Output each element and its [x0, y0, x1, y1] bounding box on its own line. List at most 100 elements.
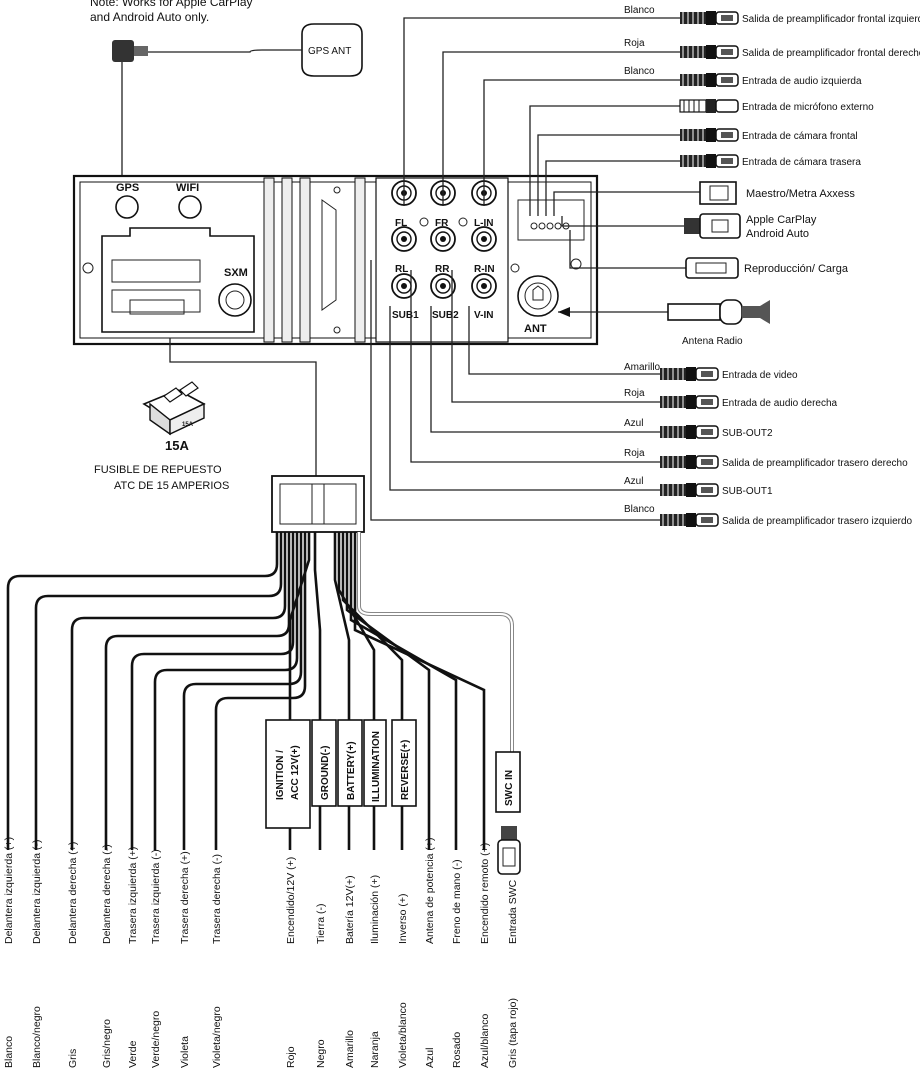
- harness-plug: [271, 475, 365, 533]
- rca-plug-icon: [680, 11, 739, 25]
- box-ignition-text-2: ACC 12V(+): [290, 745, 301, 800]
- box-ground-text: GROUND(-): [320, 746, 331, 800]
- wire-function-label: Delantera izquierda (-): [31, 840, 43, 944]
- gps-port: [115, 195, 139, 219]
- wire-color-label: Verde/negro: [150, 1011, 162, 1068]
- maestro-connector: [699, 181, 737, 205]
- rt-label-8: Android Auto: [746, 228, 809, 240]
- wire-function-label: Encendido/12V (+): [285, 857, 297, 944]
- harness-wire: [130, 532, 295, 850]
- rca-plug-icon: [680, 154, 739, 168]
- harness-wire: [104, 532, 291, 850]
- harness-wire: [34, 532, 283, 850]
- rt-label-1: Salida de preamplificador frontal derech…: [742, 48, 920, 59]
- wire-function-label: Freno de mano (-): [451, 859, 463, 944]
- rca-vin-label: V-IN: [474, 310, 493, 321]
- wire-color-label: Naranja: [369, 1031, 381, 1068]
- wire-function-label: Delantera derecha (-): [101, 844, 113, 944]
- gps-note-line-2: and Android Auto only.: [90, 10, 209, 24]
- head-unit: GPS WIFI SXM FL FR L-IN RL RR R-IN SUB1 …: [72, 174, 599, 346]
- wire-color-label: Gris/negro: [101, 1019, 113, 1068]
- rca-plug-icon: [680, 73, 739, 87]
- rca-plug-icon: [679, 99, 739, 113]
- rb-label-0: Entrada de video: [722, 370, 798, 381]
- spare-fuse: 15A 15A FUSIBLE DE REPUESTO ATC DE 15 AM…: [94, 381, 229, 492]
- wire-function-label: Antena de potencia (+): [424, 837, 436, 944]
- box-reverse: [391, 719, 417, 807]
- wire-function-label: Delantera izquierda (+): [3, 837, 15, 944]
- gps-antenna-label: GPS ANT: [308, 46, 351, 57]
- harness-wire: [214, 532, 307, 850]
- wire-color-label: Negro: [315, 1039, 327, 1068]
- rb-label-1: Entrada de audio derecha: [722, 398, 838, 409]
- rb-color-5: Blanco: [624, 504, 655, 515]
- wire-function-label: Batería 12V(+): [344, 875, 356, 944]
- fuse-caption-1: FUSIBLE DE REPUESTO: [94, 464, 222, 476]
- wire-function-label: Trasera derecha (-): [211, 854, 223, 944]
- wire-function-label: Iluminación (+): [369, 875, 381, 944]
- rt-color-2: Blanco: [624, 66, 655, 77]
- rb-color-0: Amarillo: [624, 362, 661, 373]
- gps-antenna: GPS ANT: [301, 23, 363, 77]
- wire-color-label: Rojo: [285, 1046, 297, 1068]
- function-boxes: IGNITION / ACC 12V(+) GROUND(-) BATTERY(…: [265, 719, 521, 829]
- usb-charge-connector: [685, 257, 739, 279]
- wire-function-label: Trasera derecha (+): [179, 851, 191, 944]
- rt-label-7: Apple CarPlay: [746, 214, 817, 226]
- rt-label-10: Antena Radio: [682, 336, 743, 347]
- rca-rin-label: R-IN: [474, 264, 495, 275]
- wire-color-label: Azul: [424, 1048, 436, 1068]
- wire-color-label: Gris: [67, 1049, 79, 1068]
- box-illumination: [363, 719, 387, 807]
- box-battery-text: BATTERY(+): [346, 741, 357, 800]
- rca-plug-icon: [660, 367, 719, 381]
- rt-label-2: Entrada de audio izquierda: [742, 76, 862, 87]
- box-ground: [311, 719, 337, 807]
- fuse-caption-2: ATC DE 15 AMPERIOS: [114, 480, 229, 492]
- box-ignition: [265, 719, 311, 829]
- rt-color-1: Roja: [624, 38, 645, 49]
- wire-color-label: Amarillo: [344, 1030, 356, 1068]
- usb-connector: [684, 218, 700, 234]
- rt-label-9: Reproducción/ Carga: [744, 263, 849, 275]
- harness-wire: [182, 532, 303, 850]
- rb-color-4: Azul: [624, 476, 643, 487]
- rca-plug-icon: [660, 425, 719, 439]
- rca-plug-icon: [660, 455, 719, 469]
- rca-jacks: [391, 180, 497, 299]
- rca-lin-label: L-IN: [474, 218, 493, 229]
- gps-cable: [146, 49, 302, 53]
- rt-label-0: Salida de preamplificador frontal izquie…: [742, 14, 920, 25]
- gps-note-line-1: Note: Works for Apple CarPlay: [90, 0, 253, 9]
- rca-rl-label: RL: [395, 264, 408, 275]
- wire-function-label: Entrada SWC: [507, 879, 519, 944]
- box-battery: [337, 719, 363, 807]
- rb-label-4: SUB-OUT1: [722, 486, 773, 497]
- wire-color-label: Rosado: [451, 1032, 463, 1068]
- rca-plug-icon: [660, 513, 719, 527]
- box-swc-in: [495, 751, 521, 813]
- rca-rr-label: RR: [435, 264, 450, 275]
- gps-port-label: GPS: [116, 182, 139, 194]
- rt-color-0: Blanco: [624, 5, 655, 16]
- rb-label-3: Salida de preamplificador trasero derech…: [722, 458, 908, 469]
- harness-wires: [6, 532, 514, 850]
- wire-color-label: Verde: [127, 1040, 139, 1068]
- wire-color-label: Blanco/negro: [31, 1006, 43, 1068]
- wire-function-label: Inverso (+): [397, 894, 409, 944]
- box-illumination-text: ILLUMINATION: [371, 731, 382, 802]
- wire-color-label: Gris (tapa rojo): [507, 998, 519, 1068]
- rca-sub1-label: SUB1: [392, 310, 419, 321]
- wifi-port: [178, 195, 202, 219]
- harness-wire: [353, 532, 486, 850]
- rca-sub2-label: SUB2: [432, 310, 459, 321]
- wire-function-label: Trasera izquierda (+): [127, 847, 139, 944]
- fuse-body-label: 15A: [182, 422, 194, 428]
- rca-plug-icon: [680, 45, 739, 59]
- wire-color-label: Violeta/blanco: [397, 1002, 409, 1068]
- rca-fl-label: FL: [395, 218, 407, 229]
- wire-function-label: Tierra (-): [315, 904, 327, 944]
- rb-label-5: Salida de preamplificador trasero izquie…: [722, 516, 913, 527]
